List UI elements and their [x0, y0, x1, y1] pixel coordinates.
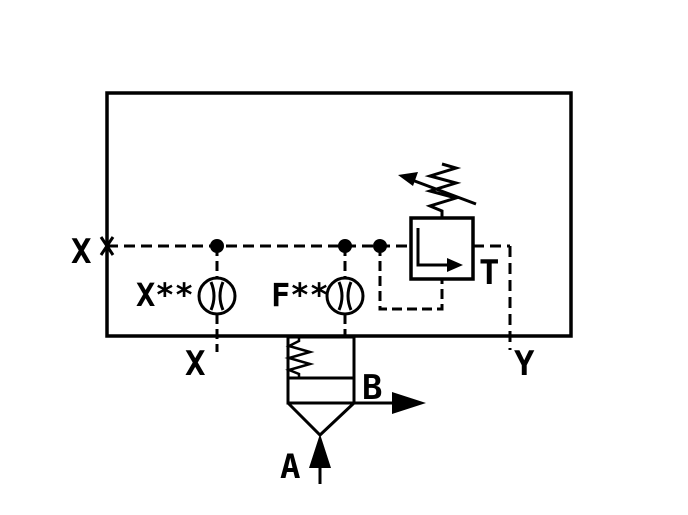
port-b-arrowhead-icon: [392, 392, 426, 414]
x-port-plug: [99, 236, 115, 256]
adjust-arrow-shaft: [411, 178, 477, 206]
orifice-f-icon: [325, 276, 365, 316]
main-valve-body: [286, 335, 356, 405]
label-port-x-bottom: X: [185, 344, 206, 384]
label-port-b: B: [362, 368, 382, 408]
label-port-a: A: [280, 447, 300, 487]
relief-flow-arrow-icon: [416, 228, 447, 267]
main-valve-seat-icon: [286, 401, 356, 438]
label-port-t: T: [479, 253, 499, 293]
port-a-arrowhead-icon: [309, 434, 331, 468]
adjust-arrowhead-icon: [398, 172, 418, 186]
relief-spring-icon: [424, 162, 462, 218]
label-port-y: Y: [514, 344, 535, 384]
relief-valve-box: [409, 216, 475, 281]
label-orifice-f: F**: [271, 276, 329, 314]
main-valve-spring-icon: [284, 337, 315, 378]
label-port-x-left: X: [71, 232, 92, 272]
label-orifice-x: X**: [136, 276, 194, 314]
relief-arrowhead-icon: [447, 258, 463, 272]
relief-pilot-loop: [378, 246, 444, 311]
orifice-x-icon: [197, 276, 237, 316]
